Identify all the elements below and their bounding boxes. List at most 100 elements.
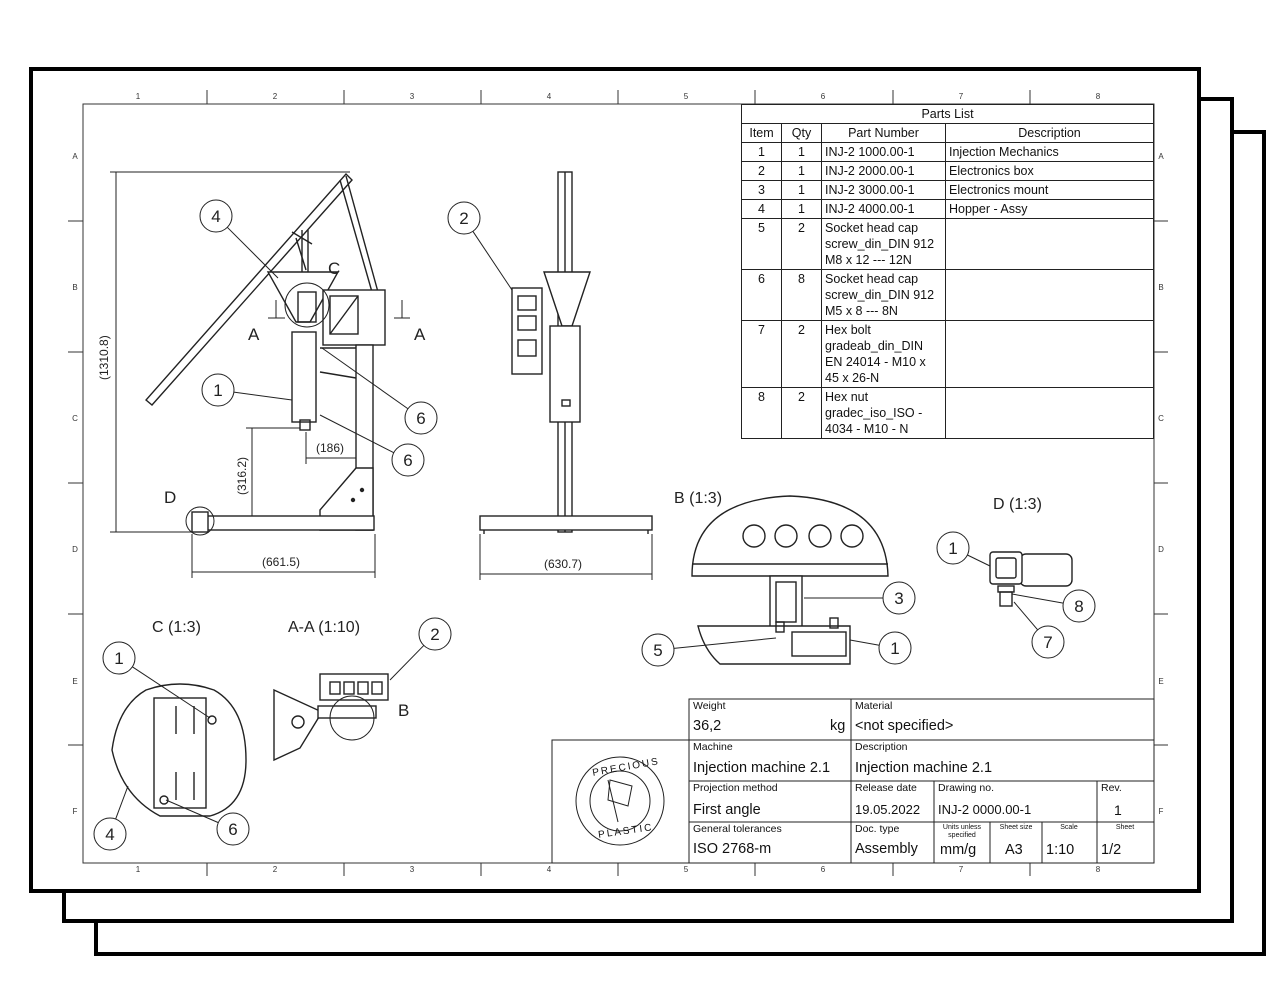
section-aa-title: A-A (1:10) — [288, 619, 360, 636]
projection-value: First angle — [693, 802, 761, 818]
material-value: <not specified> — [855, 718, 954, 734]
parts-list-title: Parts List — [741, 104, 1154, 124]
balloon-number: 1 — [890, 639, 899, 658]
balloon-circle — [201, 373, 235, 407]
balloon-number: 4 — [105, 825, 114, 844]
detail-mark-d: D — [164, 488, 176, 507]
grid-column-label: 2 — [273, 92, 278, 101]
row-item: 6 — [741, 269, 782, 321]
row-part-number: INJ-2 1000.00-1 — [821, 142, 946, 162]
detail-mark-c: C — [328, 259, 340, 278]
sheet-label: Sheet — [1115, 824, 1135, 831]
grid-column-label: 4 — [547, 865, 552, 874]
balloon-leader — [389, 645, 425, 681]
row-part-number: Hex bolt gradeab_din_DIN EN 24014 - M10 … — [821, 320, 946, 388]
row-item: 4 — [741, 199, 782, 219]
grid-row-label: A — [1158, 152, 1164, 161]
row-item: 8 — [741, 387, 782, 439]
weight-value: 36,2 — [693, 718, 722, 734]
grid-row-label: F — [73, 807, 78, 816]
rev-label: Rev. — [1101, 782, 1122, 794]
balloon-number: 1 — [213, 381, 222, 400]
balloon-circle — [199, 199, 233, 233]
grid-column-label: 8 — [1096, 865, 1101, 874]
sheet-size-label: Sheet size — [999, 824, 1033, 831]
grid-column-label: 5 — [684, 92, 689, 101]
row-qty: 2 — [781, 387, 822, 439]
row-item: 1 — [741, 142, 782, 162]
balloon-leader — [1013, 601, 1039, 631]
balloon-number: 5 — [653, 641, 662, 660]
balloon-number: 8 — [1074, 597, 1083, 616]
grid-row-label: D — [72, 545, 78, 554]
row-description — [945, 320, 1154, 388]
header-qty: Qty — [781, 123, 822, 143]
units-value: mm/g — [940, 842, 977, 858]
grid-column-label: 6 — [821, 865, 826, 874]
projection-label: Projection method — [693, 782, 778, 794]
dim-lower: (316.2) — [235, 457, 249, 495]
grid-row-label: F — [1159, 807, 1164, 816]
sheet-size-value: A3 — [1005, 842, 1023, 858]
grid-column-label: 4 — [547, 92, 552, 101]
side-view — [479, 171, 653, 534]
row-qty: 1 — [781, 161, 822, 181]
side-hopper — [543, 271, 591, 327]
section-mark-a-right: A — [414, 325, 426, 344]
header-item: Item — [741, 123, 782, 143]
row-item: 2 — [741, 161, 782, 181]
row-part-number: Hex nut gradec_iso_ISO - 4034 - M10 - N — [821, 387, 946, 439]
row-item: 7 — [741, 320, 782, 388]
dim-side-base: (630.7) — [544, 557, 582, 571]
dim-base: (661.5) — [262, 555, 300, 569]
row-part-number: INJ-2 4000.00-1 — [821, 199, 946, 219]
row-description: Electronics mount — [945, 180, 1154, 200]
balloon-number: 2 — [430, 625, 439, 644]
material-label: Material — [855, 700, 893, 712]
row-part-number: Socket head cap screw_din_DIN 912 M8 x 1… — [821, 218, 946, 270]
dim-offset: (186) — [316, 441, 344, 455]
grid-column-label: 7 — [959, 92, 964, 101]
grid-column-label: 7 — [959, 865, 964, 874]
balloon-number: 4 — [211, 207, 220, 226]
balloon-leader — [472, 231, 513, 291]
scale-label: Scale — [1060, 824, 1078, 831]
dim-height: (1310.8) — [97, 335, 111, 380]
section-mark-a-left: A — [248, 325, 260, 344]
row-part-number: INJ-2 3000.00-1 — [821, 180, 946, 200]
detail-d-view — [989, 551, 1073, 607]
row-description: Hopper - Assy — [945, 199, 1154, 219]
lever-arm — [144, 172, 353, 406]
grid-column-label: 1 — [136, 92, 141, 101]
detail-c-view — [111, 683, 247, 817]
grid-column-label: 8 — [1096, 92, 1101, 101]
row-part-number: INJ-2 2000.00-1 — [821, 161, 946, 181]
description-label: Description — [855, 741, 908, 753]
side-base — [479, 515, 653, 531]
row-description — [945, 218, 1154, 270]
balloon-circle — [216, 812, 250, 846]
grid-column-label: 3 — [410, 865, 415, 874]
balloon-number: 7 — [1043, 633, 1052, 652]
balloon-number: 2 — [459, 209, 468, 228]
release-value: 19.05.2022 — [855, 802, 921, 817]
electronics-box — [322, 289, 386, 346]
tolerances-value: ISO 2768-m — [693, 841, 772, 857]
rev-value: 1 — [1114, 802, 1122, 818]
grid-column-label: 2 — [273, 865, 278, 874]
tolerances-label: General tolerances — [693, 823, 782, 835]
balloon-circle — [391, 443, 425, 477]
row-qty: 1 — [781, 180, 822, 200]
balloon-circle — [1062, 589, 1096, 623]
barrel — [291, 331, 317, 423]
balloon-circle — [404, 401, 438, 435]
grid-column-label: 6 — [821, 92, 826, 101]
balloon-number: 1 — [948, 539, 957, 558]
balloon-number: 6 — [416, 409, 425, 428]
